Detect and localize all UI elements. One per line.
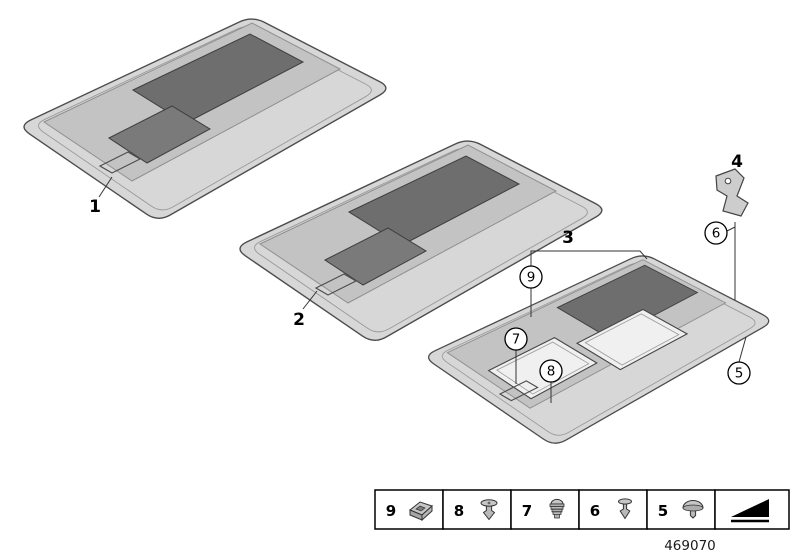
callout-7-label: 7 <box>512 332 521 348</box>
legend-cell-8-label: 8 <box>454 502 464 520</box>
headliner-panel-1 <box>23 18 387 219</box>
callout-8[interactable]: 8 <box>539 359 563 383</box>
callout-3[interactable]: 3 <box>562 228 574 248</box>
legend-cell-5[interactable]: 5 <box>646 489 716 530</box>
callout-6-circle[interactable] <box>704 221 728 245</box>
expanding-rivet-icon <box>618 498 632 520</box>
legend-cell-6-box[interactable] <box>578 489 648 530</box>
bracket-hole <box>724 177 732 185</box>
callout-9-label: 9 <box>527 270 536 286</box>
front-direction-arrow-icon <box>731 499 769 523</box>
legend-cell-8[interactable]: 8 <box>442 489 512 530</box>
callout-8-circle[interactable] <box>539 359 563 383</box>
callout-9-circle[interactable] <box>519 265 543 289</box>
figure-number: 469070 <box>664 538 716 554</box>
legend-cell-6[interactable]: 6 <box>578 489 648 530</box>
callout-6[interactable]: 6 <box>704 221 728 245</box>
legend-direction-box <box>714 489 790 530</box>
callout-5[interactable]: 5 <box>727 361 751 385</box>
bracket-part-4 <box>715 168 749 217</box>
legend-cell-6-label: 6 <box>590 502 600 520</box>
legend-cell-7[interactable]: 7 <box>510 489 580 530</box>
legend-cell-7-box[interactable] <box>510 489 580 530</box>
panel-3-rear-shade-panel <box>556 264 699 340</box>
callout-7-circle[interactable] <box>504 327 528 351</box>
leader-line-6 <box>726 226 736 232</box>
cage-nut-clip-icon <box>409 501 433 522</box>
callout-5-circle[interactable] <box>727 361 751 385</box>
callout-6-label: 6 <box>712 226 721 242</box>
legend-cell-9-label: 9 <box>386 502 396 520</box>
push-rivet-icon <box>480 499 498 521</box>
bracket-body <box>715 168 749 217</box>
callout-4[interactable]: 4 <box>731 152 743 172</box>
callout-9[interactable]: 9 <box>519 265 543 289</box>
legend-cell-5-label: 5 <box>658 502 668 520</box>
callout-2[interactable]: 2 <box>293 310 305 330</box>
panel-3-rear-opening-rim <box>584 313 680 366</box>
legend: 9 8 7 <box>374 489 790 530</box>
leader-line-3 <box>530 250 648 266</box>
callout-7[interactable]: 7 <box>504 327 528 351</box>
legend-cell-9[interactable]: 9 <box>374 489 444 530</box>
callout-8-label: 8 <box>547 364 556 380</box>
leader-line-1 <box>98 176 113 198</box>
callout-1[interactable]: 1 <box>89 197 101 217</box>
leader-line-2 <box>302 290 318 310</box>
legend-cell-7-label: 7 <box>522 502 532 520</box>
expanding-nut-icon <box>549 498 565 519</box>
cover-cap-icon <box>682 500 704 519</box>
callout-5-label: 5 <box>735 366 744 382</box>
leader-line-5 <box>738 336 747 363</box>
panel-3-front-opening-rim <box>496 341 590 395</box>
